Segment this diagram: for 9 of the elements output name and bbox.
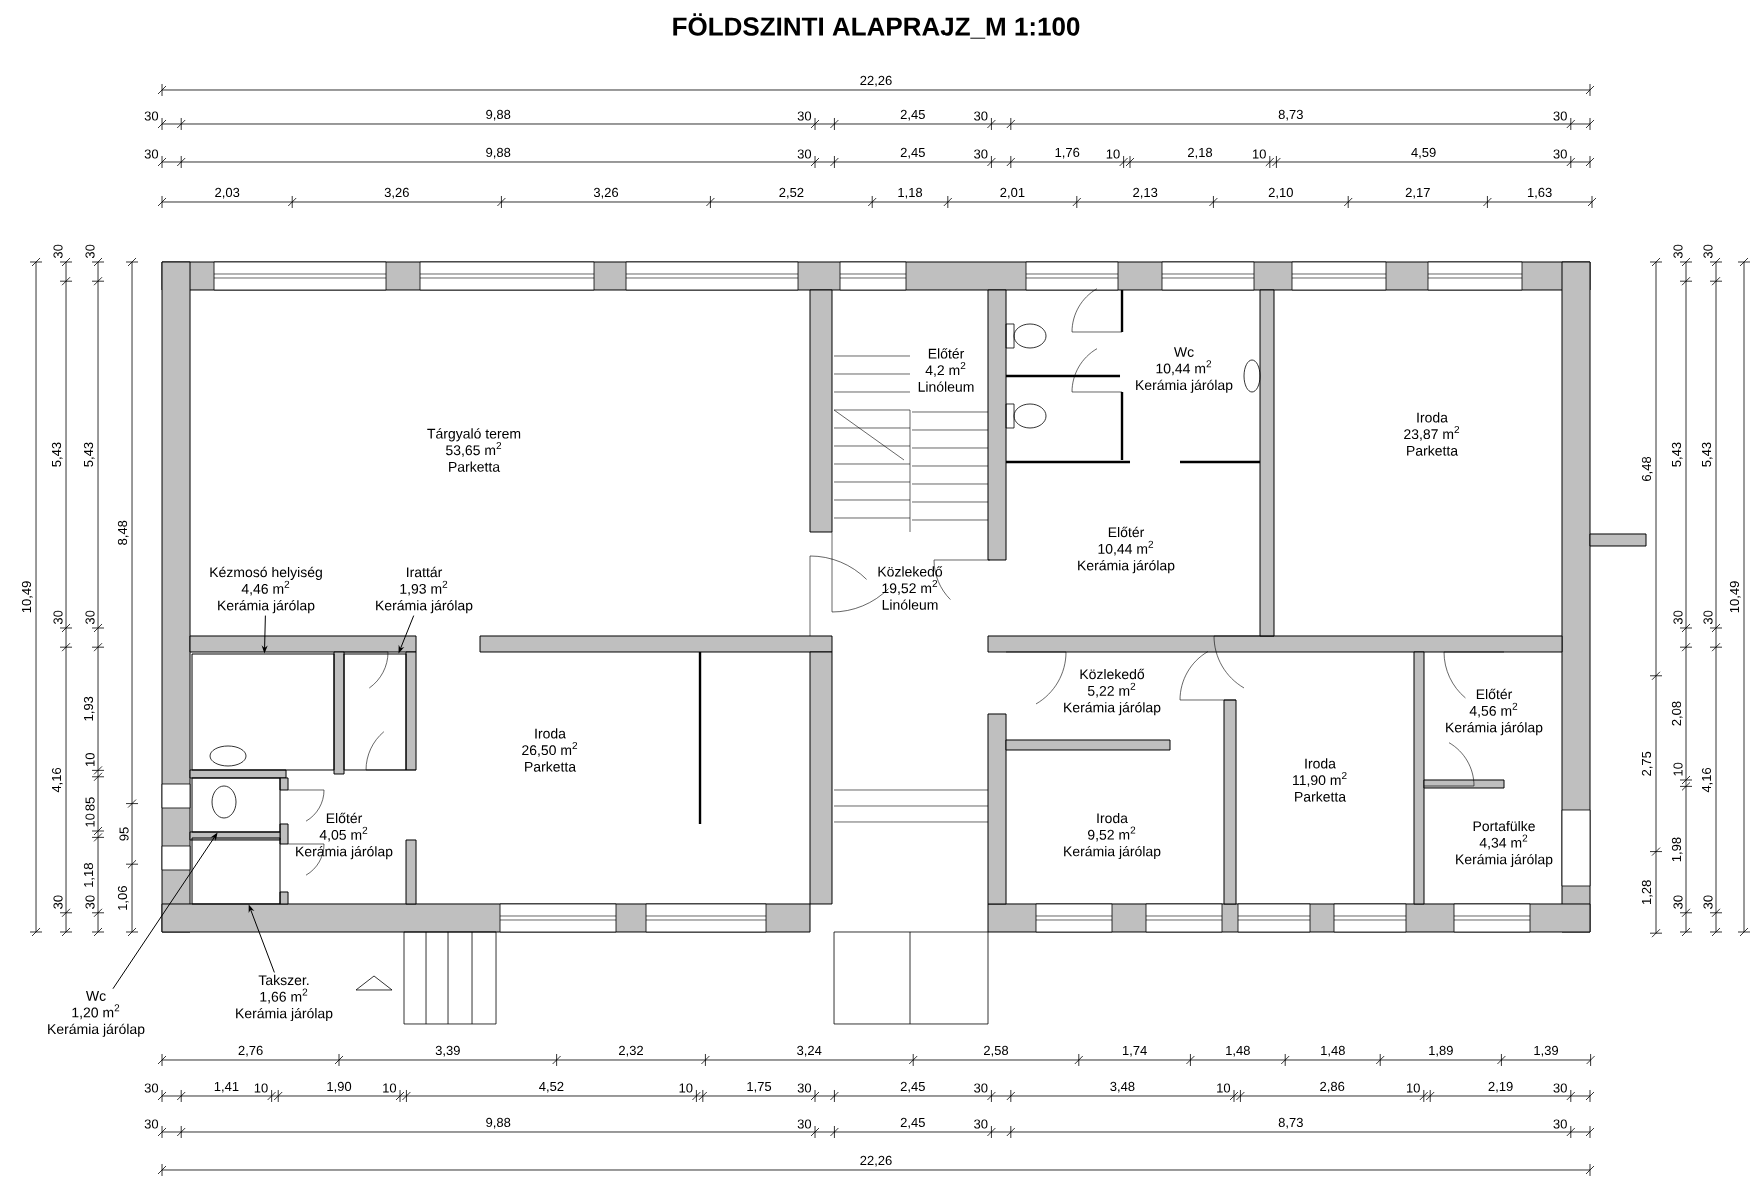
room-outline [191,653,335,771]
room-outline [343,653,407,771]
leader-line [398,615,415,653]
room-outline [191,837,281,905]
leader-line [112,833,218,990]
title: FÖLDSZINTI ALAPRAJZ_M 1:100 [673,13,1080,39]
room-outline [191,777,281,833]
leader-line [248,905,275,973]
leader-line [262,615,267,653]
